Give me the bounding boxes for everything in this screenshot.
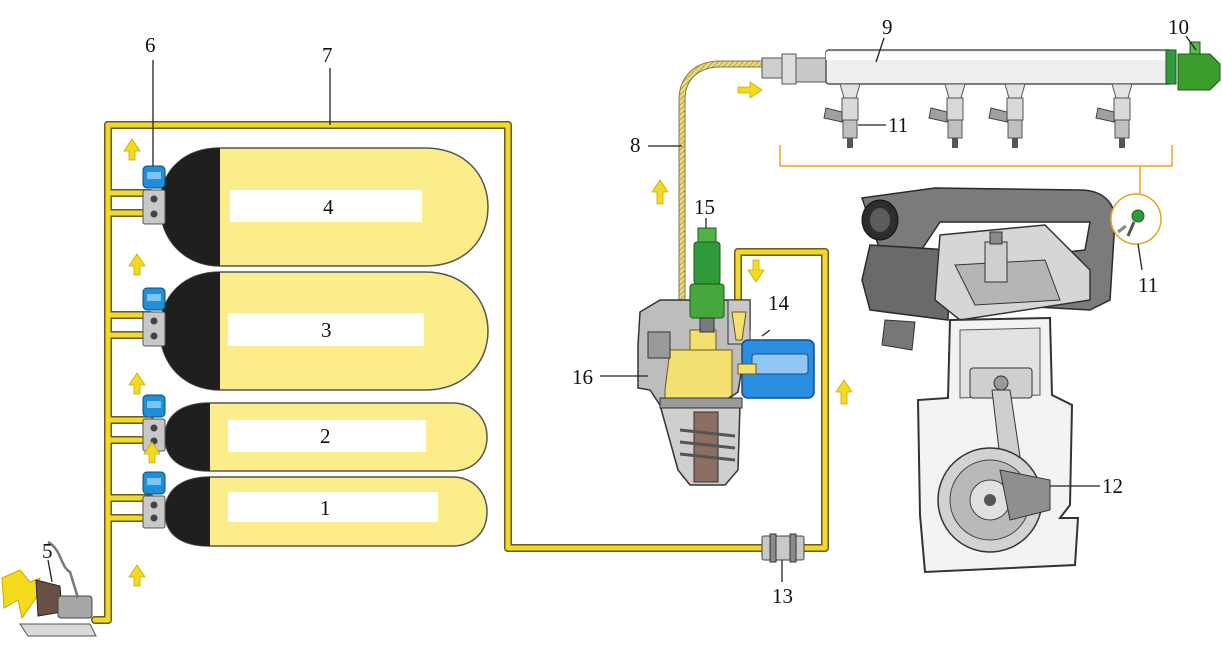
injector-4: [1095, 83, 1133, 148]
flow-arrows: [123, 81, 853, 587]
injector-detail-callout: [1110, 193, 1162, 245]
label-15: 15: [694, 195, 715, 219]
pressure-regulator: [637, 227, 751, 486]
line-filter: [761, 533, 805, 563]
engine-cutaway: [860, 187, 1116, 574]
injectors: [823, 83, 1133, 148]
arrow-icon: [123, 138, 141, 161]
label-12: 12: [1102, 474, 1123, 498]
arrow-icon: [143, 441, 161, 464]
pressure-sensor: [1177, 41, 1221, 91]
arrow-icon: [128, 564, 146, 587]
callout-labels: 1 2 3 4 5 6 7 8 9 10 11 11 12 13 14 15 1…: [42, 15, 1189, 608]
tank-valves: [142, 165, 166, 529]
label-2: 2: [320, 424, 331, 448]
tank-valve-2: [142, 394, 166, 452]
filler-inlet: [1, 540, 97, 637]
label-6: 6: [145, 33, 156, 57]
injector-bracket: [779, 145, 1173, 196]
label-13: 13: [772, 584, 793, 608]
arrow-icon: [737, 81, 763, 99]
label-11-right: 11: [1138, 273, 1158, 297]
label-7: 7: [322, 43, 333, 67]
fuel-rail: [761, 49, 1177, 85]
label-1: 1: [320, 496, 331, 520]
tank-valve-1: [142, 471, 166, 529]
tank-3: [159, 271, 489, 391]
label-8: 8: [630, 133, 641, 157]
arrow-icon: [747, 259, 765, 283]
lightning-arrow-icon: [1, 569, 41, 620]
label-16: 16: [572, 365, 593, 389]
high-pressure-hose: [678, 60, 774, 322]
injector-1: [823, 83, 861, 148]
arrow-icon: [128, 253, 146, 276]
tank-valve-4: [142, 165, 166, 225]
leader-lines: [47, 35, 1197, 583]
arrow-icon: [651, 179, 669, 205]
arrow-icon: [128, 372, 146, 395]
label-14: 14: [768, 291, 790, 315]
shutoff-solenoid: [737, 339, 815, 399]
arrow-icon: [835, 379, 853, 405]
tank-4: [159, 147, 489, 267]
injector-2: [928, 83, 966, 148]
injector-3: [988, 83, 1026, 148]
label-9: 9: [882, 15, 893, 39]
tank-1: [164, 476, 488, 547]
label-10: 10: [1168, 15, 1189, 39]
label-4: 4: [323, 195, 334, 219]
tank-2: [164, 402, 488, 472]
label-11-top: 11: [888, 113, 908, 137]
label-3: 3: [321, 318, 332, 342]
tank-valve-3: [142, 287, 166, 347]
label-5: 5: [42, 539, 53, 563]
